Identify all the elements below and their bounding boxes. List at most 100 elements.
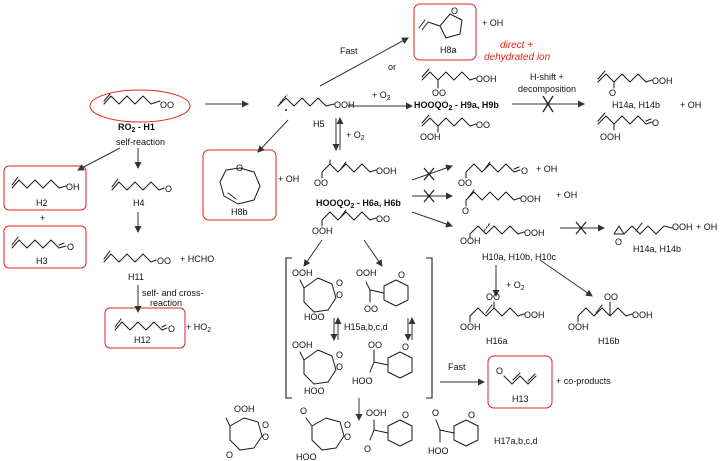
h15-br-hoo-label: HOO bbox=[352, 376, 373, 386]
plus-o2-a: + O2 bbox=[372, 90, 391, 102]
h15-tl-o2-label: O bbox=[336, 290, 343, 300]
h15-tl-hoo-label: HOO bbox=[304, 312, 325, 322]
hshift-label-2: decomposition bbox=[518, 84, 576, 94]
h1-highlight-oval bbox=[89, 89, 191, 123]
molecule-h14-epoxide: O OOH bbox=[613, 222, 693, 247]
self-reaction-label: self-reaction bbox=[116, 137, 165, 147]
h10-ooh2-label: OOH bbox=[524, 228, 545, 238]
h14-bot-ooh-label: OOH bbox=[600, 132, 621, 142]
hshift-label-1: H-shift + bbox=[530, 72, 564, 82]
molecule-h10: OOH OOH bbox=[460, 222, 545, 246]
h17c-ooh-label: OOH bbox=[366, 408, 387, 418]
h8a-highlight-box bbox=[413, 3, 477, 61]
h14-top-o-label: O bbox=[609, 88, 616, 98]
h16b-ooh2-label: OOH bbox=[632, 310, 653, 320]
h2-highlight-box bbox=[3, 165, 87, 211]
h16a-ooh-label: OOH bbox=[460, 322, 481, 332]
h9-top-oo-label: OO bbox=[432, 88, 446, 98]
hooqo-a-label: HOOQO2 - H9a, H9b bbox=[414, 100, 499, 112]
plus-oh-r1: + OH bbox=[536, 164, 557, 174]
plus-oh-h14-1: + OH bbox=[680, 100, 701, 110]
h17d-o-label: O bbox=[432, 408, 439, 418]
h11-oo-label: OO bbox=[157, 256, 171, 266]
molecule-h2: OH bbox=[11, 176, 80, 192]
arrow-h6-to-h15-left bbox=[303, 239, 323, 267]
h15-br-o-label: O bbox=[402, 342, 409, 352]
h6-bottom-ooh-label: OOH bbox=[312, 226, 333, 236]
h16b-ooh-label: OOH bbox=[568, 322, 589, 332]
h3-label: H3 bbox=[36, 256, 48, 266]
h15-br-oo-label: OO bbox=[368, 340, 382, 350]
h17a-o2-label: O bbox=[262, 432, 269, 442]
arrow-h5-to-h8a bbox=[319, 37, 409, 87]
h15-bl-ooh-label: OOH bbox=[292, 340, 313, 350]
molecule-h15-bottom-left: OOH O O HOO bbox=[292, 340, 343, 396]
plus-oh-h14-2: + OH bbox=[696, 222, 717, 232]
h13-o-label: O bbox=[496, 366, 503, 376]
h14-epox-o-label: O bbox=[615, 237, 622, 247]
molecule-h1: OO bbox=[103, 93, 174, 110]
h14ab-label-1: H14a, H14b bbox=[612, 100, 660, 110]
h14-top-ooh-label: OOH bbox=[652, 76, 673, 86]
h17c-o-label: O bbox=[364, 444, 371, 454]
plus-o2-c: + O2 bbox=[506, 280, 525, 292]
plus-o2-b: + O2 bbox=[346, 130, 365, 142]
plus-h2-h3: + bbox=[40, 213, 45, 223]
r2-ooh-label: OOH bbox=[520, 194, 541, 204]
h15-tr-ooh-label: OOH bbox=[356, 268, 377, 278]
h3-highlight-box bbox=[3, 225, 87, 269]
h10-label: H10a, H10b, H10c bbox=[482, 252, 557, 262]
h16b-label: H16b bbox=[598, 336, 620, 346]
h4-label: H4 bbox=[133, 198, 145, 208]
h17-label: H17a,b,c,d bbox=[494, 436, 538, 446]
h17a-o-label: O bbox=[262, 420, 269, 430]
plus-oh-h8a: + OH bbox=[482, 18, 503, 28]
h8b-highlight-box bbox=[202, 149, 277, 221]
h10-ooh-label: OOH bbox=[460, 236, 481, 246]
h6-bottom-oo-label: OO bbox=[376, 214, 390, 224]
molecule-h14-top-a: O OOH bbox=[597, 70, 673, 98]
direct-label-1: direct + bbox=[500, 40, 533, 51]
h4-o-label: O bbox=[165, 184, 172, 194]
molecule-h16a: OO OOH OOH bbox=[460, 292, 545, 332]
h12-label: H12 bbox=[134, 335, 151, 345]
h15-tr-oo-label: OO bbox=[364, 304, 378, 314]
arrow-h6-to-r1 bbox=[411, 164, 453, 181]
arrow-h1-to-h2 bbox=[77, 147, 121, 171]
h17b-hoo-label: HOO bbox=[296, 452, 317, 461]
plus-oh-r2: + OH bbox=[556, 190, 577, 200]
molecule-h17-a: OOH O O O bbox=[225, 404, 269, 460]
h8b-label: H8b bbox=[231, 207, 248, 217]
arrow-h10-to-h16b bbox=[539, 259, 593, 297]
arrow-h6-to-h10 bbox=[411, 211, 453, 228]
molecule-h13: O bbox=[496, 366, 537, 385]
plus-oh-h8b: + OH bbox=[278, 174, 299, 184]
blocked-mark-h10 bbox=[575, 221, 587, 235]
h12-highlight-box bbox=[104, 307, 186, 349]
h2-oh-label: OH bbox=[66, 182, 80, 192]
h5-ooh-label: OOH bbox=[334, 100, 355, 110]
h14-epox-ooh-label: OOH bbox=[672, 222, 693, 232]
h3-o-label: O bbox=[67, 242, 74, 252]
h15-tl-ooh-label: OOH bbox=[292, 268, 313, 278]
molecule-h9-bottom: OOH OO bbox=[420, 114, 490, 142]
molecule-h8a: O bbox=[418, 6, 463, 39]
h14-bot-o-label: O bbox=[652, 118, 659, 128]
blocked-mark-r1 bbox=[423, 167, 435, 181]
self-cross-label-2: reaction bbox=[150, 298, 182, 308]
molecule-r1: OO O bbox=[458, 161, 528, 188]
self-cross-label-1: self- and cross- bbox=[142, 288, 204, 298]
molecule-h8b: O bbox=[219, 163, 261, 205]
molecule-h6-bottom: OOH OO bbox=[312, 209, 390, 236]
molecule-h12: O bbox=[114, 318, 175, 334]
ro2-label: RO2 - H1 bbox=[118, 122, 155, 134]
h17d-o2-label: O bbox=[468, 410, 475, 420]
h8a-label: H8a bbox=[440, 45, 457, 55]
molecule-h15-bottom-right: OO HOO O bbox=[352, 340, 413, 386]
molecule-h16b: OO OOH OOH bbox=[568, 292, 653, 332]
molecule-h5: OOH bbox=[277, 94, 355, 111]
h1-oo-label: OO bbox=[160, 100, 174, 110]
h14ab-label-2: H14a, H14b bbox=[633, 244, 681, 254]
molecule-h17-b: O O O HOO bbox=[296, 406, 351, 461]
h5-label: H5 bbox=[313, 119, 325, 129]
